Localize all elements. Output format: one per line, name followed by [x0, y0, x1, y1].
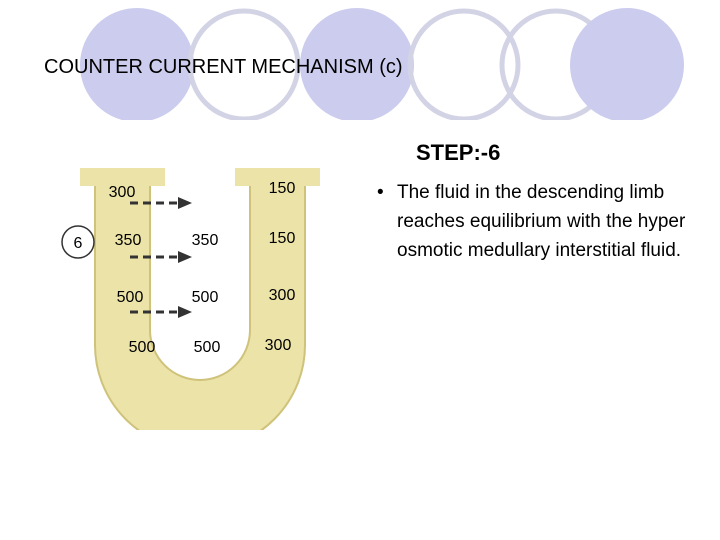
step-badge-number: 6: [74, 235, 83, 252]
deco-circle-filled-3: [570, 8, 684, 120]
descending-value-3: 500: [117, 289, 144, 306]
interstitium-value-2: 500: [192, 289, 219, 306]
deco-circle-filled-2: [300, 8, 414, 120]
descending-limb-opening: [80, 168, 165, 186]
ascending-value-3: 300: [269, 287, 296, 304]
ascending-limb-opening: [235, 168, 320, 186]
slide-title: COUNTER CURRENT MECHANISM (c): [44, 56, 403, 78]
step-badge-circle: [61, 225, 95, 259]
descending-value-1: 300: [109, 184, 136, 201]
ascending-value-4: 300: [265, 337, 292, 354]
loop-tube: [94, 179, 306, 430]
ascending-value-2: 150: [269, 230, 296, 247]
deco-circle-outline-1: [187, 8, 301, 120]
decorative-circles: [80, 8, 684, 120]
arrow-1: [130, 197, 192, 209]
descending-value-2: 350: [115, 232, 142, 249]
arrow-3: [130, 306, 192, 318]
deco-circle-filled-1: [80, 8, 194, 120]
ascending-value-1: 150: [269, 180, 296, 197]
loop-of-henle-diagram: 6 300 350 500 500 350 500 500 150 150 30…: [61, 168, 320, 430]
interstitium-value-3: 500: [194, 339, 221, 356]
arrow-2: [130, 251, 192, 263]
step-heading: STEP:-6: [416, 140, 501, 165]
bullet-text: The fluid in the descending limb reaches…: [397, 182, 686, 261]
descending-value-4: 500: [129, 339, 156, 356]
deco-circle-outline-2: [407, 8, 521, 120]
interstitium-value-1: 350: [192, 232, 219, 249]
bullet-marker: •: [377, 182, 384, 203]
